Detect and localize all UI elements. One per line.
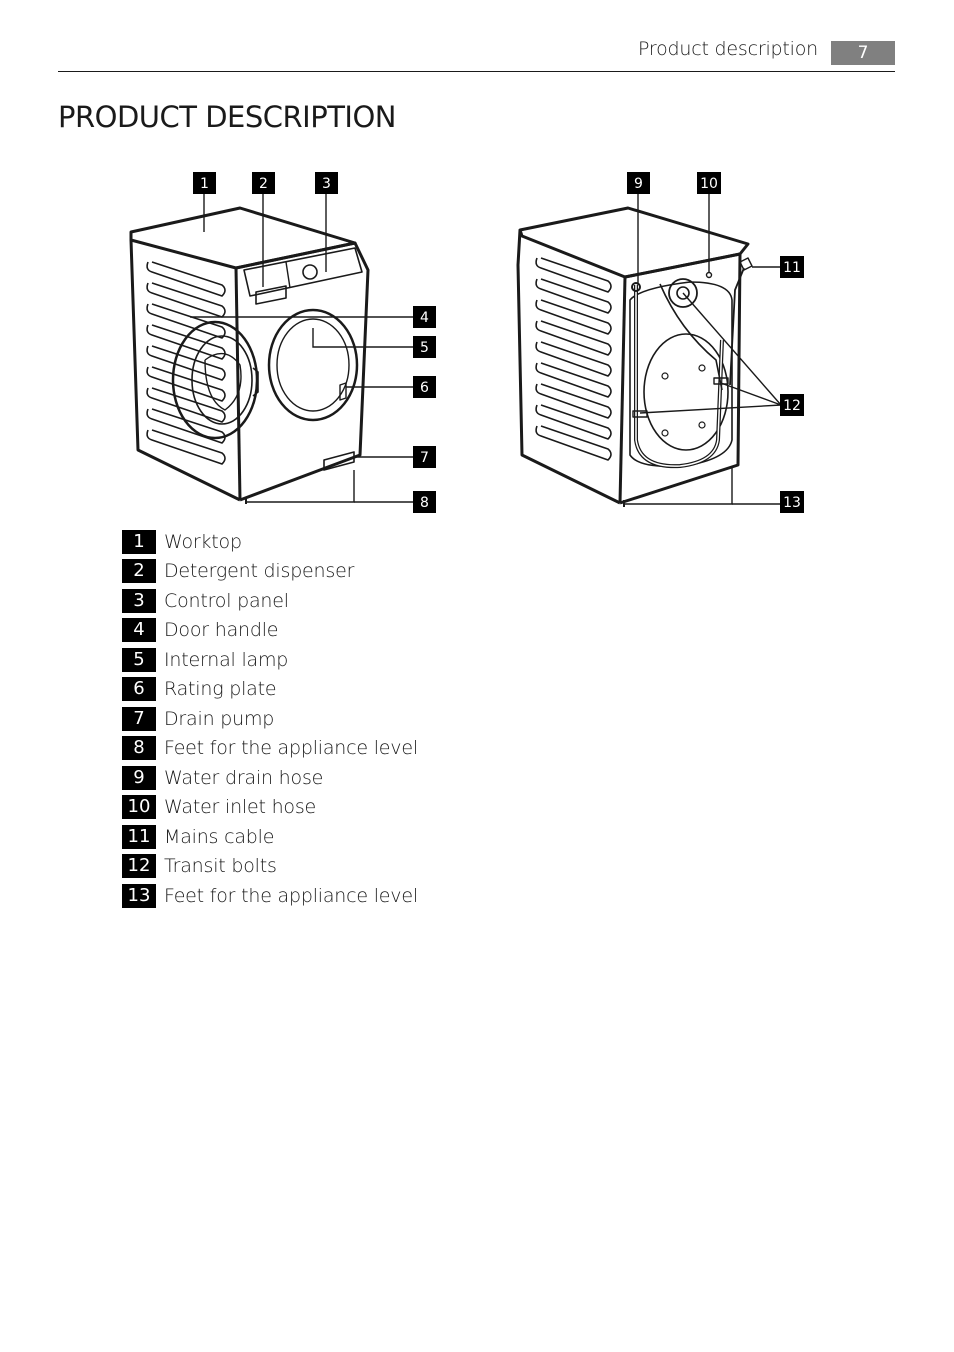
legend-number: 7 [122,706,156,731]
legend-text: Mains cable [164,825,275,848]
legend-number: 10 [122,795,156,820]
callout-8: 8 [420,495,429,511]
legend-item: 5 Internal lamp [122,645,418,675]
legend-text: Internal lamp [164,648,289,671]
legend-text: Transit bolts [164,855,277,878]
header-section-title: Product description [637,38,818,60]
legend-text: Feet for the appliance level [164,884,418,907]
legend-number: 13 [122,883,156,908]
callout-3: 3 [322,176,331,192]
callout-7: 7 [420,450,429,466]
legend-number: 3 [122,588,156,613]
legend-item: 2 Detergent dispenser [122,557,418,587]
header-rule [58,71,895,72]
legend-text: Drain pump [164,707,275,730]
legend-item: 12 Transit bolts [122,852,418,882]
legend-number: 9 [122,765,156,790]
front-leader-lines [190,193,414,503]
legend-number: 12 [122,854,156,879]
front-callouts: 1 2 3 4 5 6 7 8 [193,172,436,513]
callout-12: 12 [783,398,801,414]
legend-text: Door handle [164,619,279,642]
legend-text: Feet for the appliance level [164,737,418,760]
legend-number: 6 [122,677,156,702]
legend-item: 9 Water drain hose [122,763,418,793]
front-view-drawing [129,206,370,504]
legend-text: Water inlet hose [164,796,317,819]
legend-text: Water drain hose [164,766,324,789]
legend-text: Worktop [164,530,242,553]
legend-number: 4 [122,618,156,643]
callout-1: 1 [200,176,209,192]
callout-10: 10 [700,176,718,192]
back-leader-lines [624,193,782,505]
legend-number: 2 [122,559,156,584]
legend-item: 13 Feet for the appliance level [122,881,418,911]
callout-4: 4 [420,310,429,326]
legend-text: Rating plate [164,678,277,701]
legend-item: 1 Worktop [122,527,418,557]
legend-number: 8 [122,736,156,761]
callout-11: 11 [783,260,801,276]
legend-number: 1 [122,529,156,554]
back-callouts: 9 10 11 12 13 [627,172,804,513]
page-title: PRODUCT DESCRIPTION [58,100,397,134]
parts-legend: 1 Worktop 2 Detergent dispenser 3 Contro… [122,527,418,911]
legend-number: 5 [122,647,156,672]
back-view-drawing [516,206,753,507]
callout-9: 9 [634,176,643,192]
legend-item: 8 Feet for the appliance level [122,734,418,764]
legend-item: 6 Rating plate [122,675,418,705]
legend-item: 11 Mains cable [122,822,418,852]
washing-machine-illustration: 1 2 3 4 5 6 7 8 [129,172,804,513]
callout-2: 2 [259,176,268,192]
page-number-badge: 7 [831,41,895,65]
legend-item: 3 Control panel [122,586,418,616]
callout-5: 5 [420,340,429,356]
callout-6: 6 [420,380,429,396]
legend-text: Control panel [164,589,289,612]
legend-text: Detergent dispenser [164,560,355,583]
legend-number: 11 [122,824,156,849]
legend-item: 4 Door handle [122,616,418,646]
legend-item: 10 Water inlet hose [122,793,418,823]
legend-item: 7 Drain pump [122,704,418,734]
callout-13: 13 [783,495,801,511]
